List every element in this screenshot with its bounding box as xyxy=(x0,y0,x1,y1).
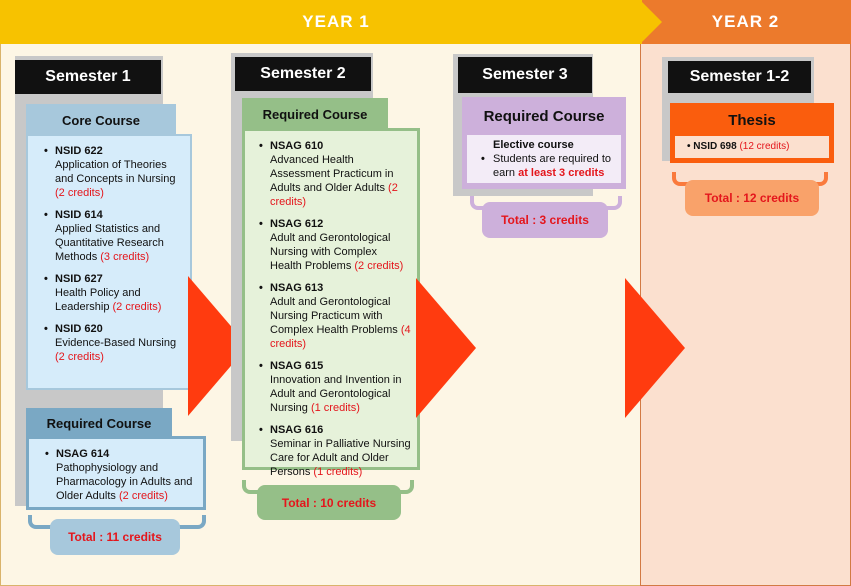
course-code: NSAG 614 xyxy=(56,448,110,460)
semester3-required-box: Required Course Elective course • Studen… xyxy=(462,97,626,189)
course-name: Seminar in Palliative Nursing Care for A… xyxy=(270,438,411,478)
semester2-total: Total : 10 credits xyxy=(257,485,401,520)
course-credits: (2 credits) xyxy=(55,351,104,363)
course-name: Pathophysiology and Pharmacology in Adul… xyxy=(56,462,193,502)
semester3-label: Semester 3 xyxy=(458,57,592,93)
semester3-elective-box: Elective course • Students are required … xyxy=(467,135,621,183)
course-code: NSID 627 xyxy=(55,273,103,285)
semester1-total: Total : 11 credits xyxy=(50,519,180,555)
course-credits: (2 credits) xyxy=(270,182,398,208)
semester12-thesis-credits: (12 credits) xyxy=(739,141,790,152)
course-credits: (4 credits) xyxy=(270,324,411,350)
course-credits: (1 credits) xyxy=(310,402,360,414)
course-name: Application of Theories and Concepts in … xyxy=(55,159,176,185)
semester12-thesis-box: Thesis • NSID 698 (12 credits) xyxy=(670,103,834,163)
course-name: Health Policy and Leadership xyxy=(55,287,141,313)
course-credits: (3 credits) xyxy=(100,251,150,263)
course-code: NSAG 616 xyxy=(270,424,324,436)
year2-label: YEAR 2 xyxy=(711,12,780,31)
course-name: Advanced Health Assessment Practicum in … xyxy=(270,154,394,194)
course-credits: (2 credits) xyxy=(112,301,162,313)
course-name: Innovation and Invention in Adult and Ge… xyxy=(270,374,402,414)
semester12-thesis-title: Thesis xyxy=(728,111,776,129)
semester3-total: Total : 3 credits xyxy=(482,202,608,238)
course-code: NSAG 615 xyxy=(270,360,324,372)
course-code: NSID 614 xyxy=(55,209,103,221)
course-code: NSAG 610 xyxy=(270,140,324,152)
semester12-label: Semester 1-2 xyxy=(668,61,811,93)
semester3-elective-title: Elective course xyxy=(493,139,574,151)
semester2-to-3-arrow-icon xyxy=(416,278,476,418)
semester2-label: Semester 2 xyxy=(235,57,371,91)
course-credits: (1 credits) xyxy=(313,466,363,478)
course-name: Adult and Gerontological Nursing with Co… xyxy=(270,232,391,272)
semester2-required-title: Required Course xyxy=(242,98,388,130)
course-code: NSID 622 xyxy=(55,145,103,157)
semester3-required-title: Required Course xyxy=(483,107,605,125)
course-name: Adult and Gerontological Nursing Practic… xyxy=(270,296,398,336)
semester3-elective-highlight: at least 3 credits xyxy=(518,167,605,179)
year1-banner: YEAR 1 xyxy=(0,0,642,44)
course-code: NSAG 613 xyxy=(270,282,324,294)
semester1-required-title: Required Course xyxy=(26,408,172,438)
year1-label: YEAR 1 xyxy=(302,12,370,31)
course-code: NSAG 612 xyxy=(270,218,324,230)
semester3-elective-text: Students are required to earn xyxy=(493,153,612,179)
semester3-elective-item: • Students are required to earn at least… xyxy=(481,153,612,179)
year2-banner: YEAR 2 xyxy=(640,0,851,44)
semester1-label: Semester 1 xyxy=(15,60,161,94)
semester12-thesis-item: • NSID 698 (12 credits) xyxy=(675,136,829,158)
course-credits: (2 credits) xyxy=(118,490,168,502)
year-arrow-icon xyxy=(640,0,662,44)
semester12-total: Total : 12 credits xyxy=(685,180,819,216)
course-credits: (2 credits) xyxy=(55,187,104,199)
course-name: Evidence-Based Nursing xyxy=(55,337,177,349)
semester12-thesis-code: NSID 698 xyxy=(693,141,737,152)
course-name: Applied Statistics and Quantitative Rese… xyxy=(55,223,164,263)
course-credits: (2 credits) xyxy=(354,260,404,272)
semester3-to-year2-arrow-icon xyxy=(625,278,685,418)
semester1-core-title: Core Course xyxy=(26,104,176,136)
course-code: NSID 620 xyxy=(55,323,103,335)
